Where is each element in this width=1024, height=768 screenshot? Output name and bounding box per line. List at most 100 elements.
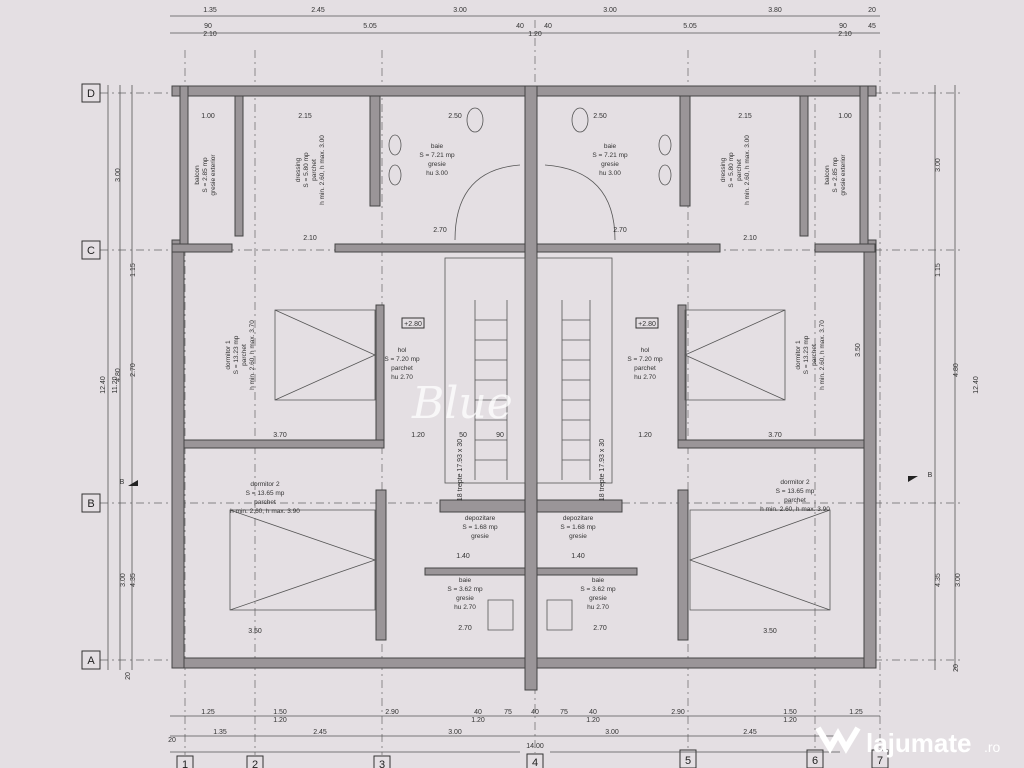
room-area: S = 7.20 mp — [384, 356, 420, 363]
lajumate-logo: lajumate .ro — [815, 726, 1001, 758]
room-name: depozitare — [563, 515, 594, 522]
room-finish: gresie exterior — [210, 154, 217, 196]
axis-7: 7 — [877, 755, 883, 767]
dim: 2.90 — [671, 709, 685, 716]
stairs-label-right: 18 trepte 17.93 x 30 — [599, 439, 606, 501]
dim: 12.40 — [973, 376, 980, 394]
dim: 90 — [839, 23, 847, 30]
room-area: S = 2.85 mp — [832, 157, 839, 193]
walls — [171, 85, 877, 691]
room-finish: parchet — [254, 499, 276, 506]
axis-D: D — [87, 88, 95, 100]
room-finish: gresie — [569, 533, 587, 540]
dim: 2.10 — [838, 31, 852, 38]
dim: 2.15 — [298, 113, 312, 120]
dim: 2.70 — [613, 227, 627, 234]
dim: 40 — [589, 709, 597, 716]
dim: 3.50 — [855, 343, 862, 357]
level-mark: +2.80 — [638, 321, 656, 328]
dim: 3.50 — [248, 628, 262, 635]
level-mark: +2.80 — [404, 321, 422, 328]
dim: 2.70 — [458, 625, 472, 632]
room-name: baie — [431, 143, 444, 150]
dim: 1.50 — [783, 709, 797, 716]
dim: 2.45 — [311, 7, 325, 14]
dim: 2.70 — [433, 227, 447, 234]
dim: 1.25 — [849, 709, 863, 716]
dim: 2.90 — [385, 709, 399, 716]
dim: 3.00 — [453, 7, 467, 14]
level-markers: +2.80 +2.80 B B — [120, 317, 933, 486]
axis-6: 6 — [812, 755, 818, 767]
dim: 4.80 — [953, 363, 960, 377]
dim: 1.20 — [638, 432, 652, 439]
row-axis-markers: D C B A — [81, 83, 101, 670]
dim: 2.45 — [313, 729, 327, 736]
dim: 20 — [168, 737, 176, 744]
room-height: hu 2.70 — [454, 604, 476, 611]
room-height: h min. 2.60, h max. 3.90 — [760, 506, 830, 513]
room-height: h min. 2.60, h max. 3.00 — [744, 135, 751, 205]
dim: 2.70 — [593, 625, 607, 632]
room-name: dormitor 2 — [250, 481, 280, 488]
dim: 1.00 — [838, 113, 852, 120]
watermark-blue: Blue — [411, 378, 513, 429]
logo-text: lajumate — [866, 728, 972, 758]
dim: 14.00 — [526, 743, 544, 750]
room-finish: parchet — [311, 159, 318, 181]
room-area: S = 7.21 mp — [419, 152, 455, 159]
room-name: dormitor 1 — [225, 340, 232, 370]
dim: 2.50 — [593, 113, 607, 120]
room-height: hu 3.00 — [599, 170, 621, 177]
room-name: hol — [641, 347, 650, 354]
dim: 1.20 — [273, 717, 287, 724]
room-name: baie — [459, 577, 472, 584]
dimensions-left: 12.40 11.20 3.00 4.80 4.35 3.00 1.15 2.7… — [100, 85, 137, 680]
dim: 1.40 — [456, 553, 470, 560]
room-finish: gresie — [471, 533, 489, 540]
room-height: hu 2.70 — [634, 374, 656, 381]
room-finish: parchet — [811, 344, 818, 366]
dim: 2.10 — [743, 235, 757, 242]
room-area: S = 5.80 mp — [303, 152, 310, 188]
room-name: baie — [604, 143, 617, 150]
room-name: baie — [592, 577, 605, 584]
dim: 40 — [531, 709, 539, 716]
room-area: S = 13.23 mp — [233, 335, 240, 374]
dim: 1.50 — [273, 709, 287, 716]
dim: 3.70 — [768, 432, 782, 439]
room-finish: gresie exterior — [840, 154, 847, 196]
dim: 1.15 — [130, 263, 137, 277]
dimensions-inner: 2.15 1.00 2.50 2.70 2.10 3.70 1.20 50 90… — [201, 113, 852, 635]
dim: 1.15 — [935, 263, 942, 277]
section-mark: B — [928, 472, 933, 479]
room-height: h min. 2.60, h max. 3.90 — [230, 508, 300, 515]
axis-2: 2 — [252, 759, 258, 768]
room-area: S = 7.20 mp — [627, 356, 663, 363]
room-finish: parchet — [241, 344, 248, 366]
room-name: balcon — [194, 165, 201, 185]
dim: 40 — [516, 23, 524, 30]
dim: 3.00 — [935, 158, 942, 172]
dim: 5.05 — [363, 23, 377, 30]
room-area: S = 13.23 mp — [803, 335, 810, 374]
staircase: 18 trepte 17.93 x 30 18 trepte 17.93 x 3… — [444, 257, 613, 501]
dim: 3.00 — [115, 168, 122, 182]
room-area: S = 2.85 mp — [202, 157, 209, 193]
room-name: hol — [398, 347, 407, 354]
dim: 4.80 — [115, 368, 122, 382]
dim: 3.00 — [605, 729, 619, 736]
room-area: S = 5.80 mp — [728, 152, 735, 188]
room-area: S = 7.21 mp — [592, 152, 628, 159]
dim: 3.00 — [448, 729, 462, 736]
room-area: S = 1.68 mp — [560, 524, 596, 531]
dimensions-right: 12.40 3.00 1.15 4.80 4.35 3.00 3.50 20 — [855, 85, 980, 672]
room-finish: parchet — [736, 159, 743, 181]
